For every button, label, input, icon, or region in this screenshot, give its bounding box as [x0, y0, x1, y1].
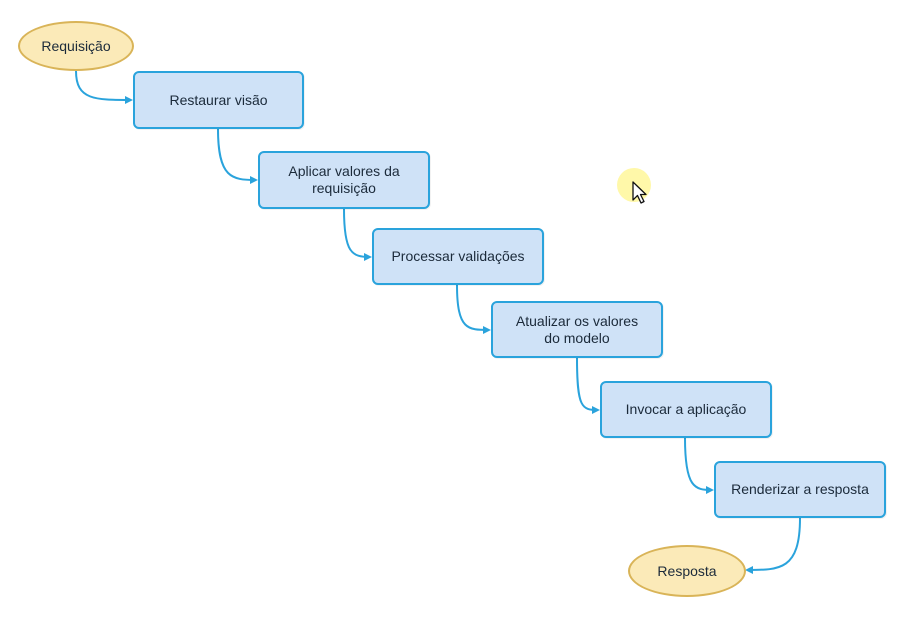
step-processar-validacoes: Processar validações — [372, 228, 544, 285]
end-node-resposta: Resposta — [628, 545, 746, 597]
connector-step-4-to-step-5 — [576, 357, 600, 414]
step-invocar-aplicacao: Invocar a aplicação — [600, 381, 772, 438]
connector-step-1-to-step-2 — [217, 128, 258, 184]
step-restaurar-visao: Restaurar visão — [133, 71, 304, 129]
connector-start-to-step-1 — [75, 70, 133, 104]
step-atualizar-valores-modelo: Atualizar os valores do modelo — [491, 301, 663, 358]
mouse-cursor-icon — [632, 181, 647, 204]
connector-step-2-to-step-3 — [343, 208, 372, 261]
connector-step-5-to-step-6 — [684, 437, 714, 494]
step-aplicar-valores-requisicao: Aplicar valores da requisição — [258, 151, 430, 209]
start-node-requisicao: Requisição — [18, 21, 134, 71]
connector-step-3-to-step-4 — [456, 284, 491, 334]
step-renderizar-resposta: Renderizar a resposta — [714, 461, 886, 518]
connector-step-6-to-end — [745, 517, 801, 574]
